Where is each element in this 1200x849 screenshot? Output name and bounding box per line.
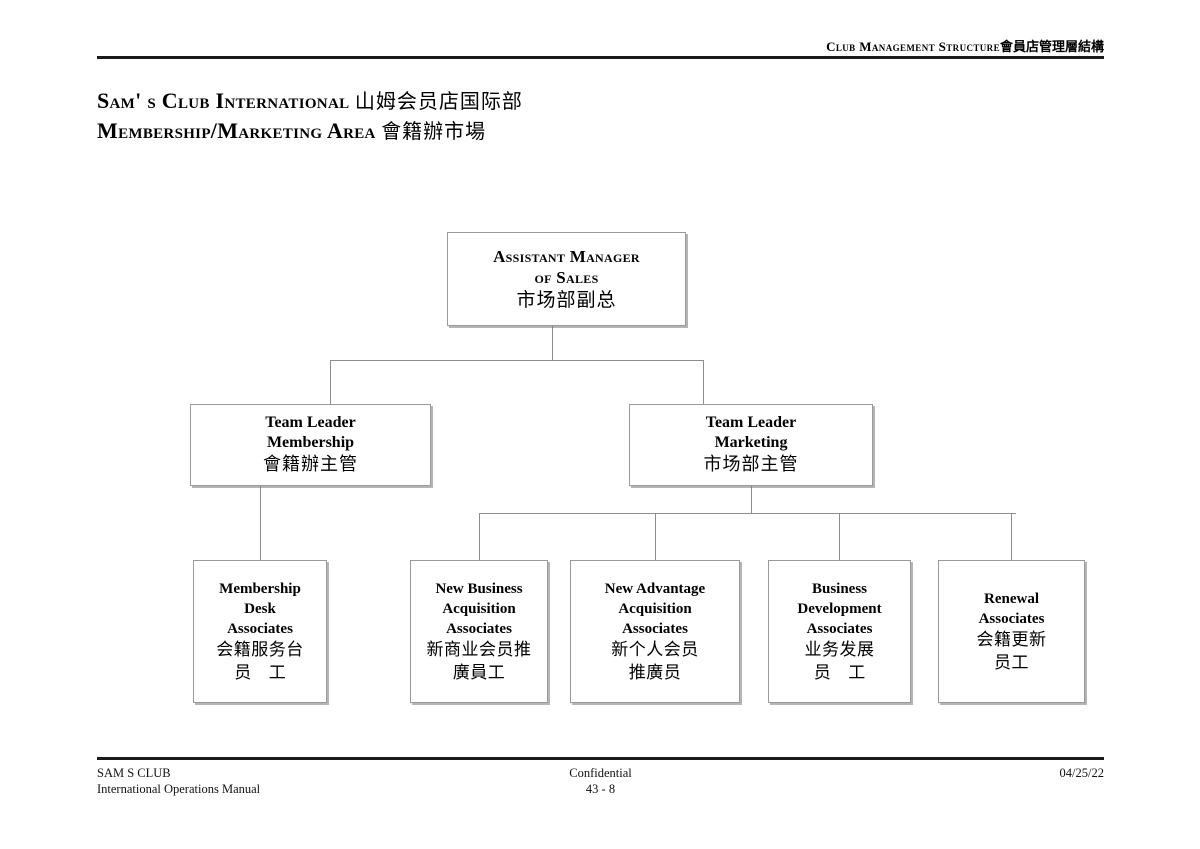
org-node-chinese-line-2: 推廣员 bbox=[628, 662, 682, 683]
org-node-assistant-manager-of-sales[interactable]: Assistant Manager of Sales 市场部副总 bbox=[447, 232, 686, 326]
footer-manual-name: International Operations Manual bbox=[97, 782, 261, 796]
org-node-english-line-1: New Advantage bbox=[604, 580, 706, 597]
org-node-english-line-1: Team Leader bbox=[705, 414, 797, 431]
title-line-2-chinese: 會籍辦市場 bbox=[381, 119, 487, 143]
title-line-1: Sam' s Club International 山姆会员店国际部 bbox=[97, 86, 797, 116]
header-chinese-text: 會員店管理層結構 bbox=[999, 40, 1104, 55]
connector-root-drop bbox=[552, 326, 553, 360]
org-node-chinese-line-2: 员 工 bbox=[234, 662, 292, 683]
org-node-english-line-3: Associates bbox=[806, 620, 873, 637]
org-node-english-line-1: Team Leader bbox=[265, 414, 356, 431]
org-node-chinese-line-1: 新个人会员 bbox=[611, 639, 699, 660]
title-line-1-chinese: 山姆会员店国际部 bbox=[354, 89, 523, 113]
org-node-english-line-3: Associates bbox=[446, 620, 512, 637]
connector-tier1-bus bbox=[330, 360, 704, 361]
org-node-chinese-line-1: 业务发展 bbox=[804, 639, 875, 660]
title-line-2: Membership/Marketing Area 會籍辦市場 bbox=[97, 116, 797, 146]
page-header: Club Management Structure會員店管理層結構 bbox=[97, 36, 1104, 55]
title-line-1-english: Sam' s Club International bbox=[97, 88, 350, 113]
connector-tier2-bus bbox=[479, 513, 1016, 514]
footer-left-block: SAM S CLUB International Operations Manu… bbox=[97, 765, 429, 797]
org-node-membership-desk-associates[interactable]: Membership Desk Associates 会籍服务台 员 工 bbox=[193, 560, 327, 703]
org-node-team-leader-marketing[interactable]: Team Leader Marketing 市场部主管 bbox=[629, 404, 873, 486]
connector-leaf-1-drop bbox=[479, 513, 480, 560]
org-node-english-line-2: Acquisition bbox=[618, 600, 692, 617]
connector-marketing-drop bbox=[751, 486, 752, 513]
org-node-english-line-1: Renewal bbox=[984, 590, 1039, 607]
org-node-english-line-1: Membership bbox=[219, 580, 301, 597]
footer-center-block: Confidential 43 - 8 bbox=[434, 765, 766, 797]
page-footer: SAM S CLUB International Operations Manu… bbox=[97, 765, 1104, 797]
org-node-english-line-1: New Business bbox=[435, 580, 523, 597]
connector-leaf-3-drop bbox=[839, 513, 840, 560]
page-title: Sam' s Club International 山姆会员店国际部 Membe… bbox=[97, 86, 797, 146]
title-line-2-english: Membership/Marketing Area bbox=[97, 118, 376, 143]
org-node-chinese-line-1: 新商业会员推 bbox=[426, 639, 532, 660]
connector-tl-membership-drop bbox=[330, 360, 331, 404]
org-node-english-line-2: Associates bbox=[978, 610, 1045, 627]
org-node-english-line-2: Marketing bbox=[714, 434, 788, 451]
org-node-english-line-3: Associates bbox=[227, 620, 293, 637]
header-english-text: Club Management Structure bbox=[826, 39, 1000, 54]
connector-tl-marketing-drop bbox=[703, 360, 704, 404]
org-node-chinese-line-2: 员 工 bbox=[813, 662, 872, 683]
header-rule bbox=[97, 56, 1104, 59]
org-node-english-line-3: Associates bbox=[622, 620, 688, 637]
connector-leaf-0-drop bbox=[260, 486, 261, 560]
org-node-chinese-line-1: 会籍服务台 bbox=[216, 639, 304, 660]
org-node-chinese: 市场部主管 bbox=[703, 454, 799, 475]
org-node-chinese: 市场部副总 bbox=[516, 288, 617, 311]
footer-company-name: SAM S CLUB bbox=[97, 766, 171, 780]
footer-confidential-label: Confidential bbox=[569, 766, 632, 780]
org-node-english-line-2: of Sales bbox=[534, 267, 599, 287]
org-node-english-line-1: Assistant Manager bbox=[493, 246, 640, 266]
org-node-chinese-line-2: 廣員工 bbox=[452, 662, 506, 683]
connector-leaf-4-drop bbox=[1011, 513, 1012, 560]
footer-date: 04/25/22 bbox=[1059, 766, 1104, 780]
org-node-chinese-line-1: 会籍更新 bbox=[976, 629, 1047, 650]
org-node-chinese-line-2: 员工 bbox=[994, 652, 1029, 673]
footer-page-number: 43 - 8 bbox=[585, 782, 616, 796]
org-node-english-line-1: Business bbox=[811, 580, 868, 597]
org-node-chinese: 會籍辦主管 bbox=[263, 454, 358, 475]
org-node-english-line-2: Desk bbox=[244, 600, 276, 617]
org-node-english-line-2: Acquisition bbox=[442, 600, 516, 617]
org-node-english-line-2: Development bbox=[797, 600, 882, 617]
org-node-english-line-2: Membership bbox=[266, 434, 355, 451]
org-node-renewal-associates[interactable]: Renewal Associates 会籍更新 员工 bbox=[938, 560, 1085, 703]
footer-rule bbox=[97, 757, 1104, 760]
org-node-team-leader-membership[interactable]: Team Leader Membership 會籍辦主管 bbox=[190, 404, 431, 486]
footer-right-block: 04/25/22 bbox=[772, 765, 1104, 781]
org-node-new-business-acquisition-associates[interactable]: New Business Acquisition Associates 新商业会… bbox=[410, 560, 548, 703]
org-node-new-advantage-acquisition-associates[interactable]: New Advantage Acquisition Associates 新个人… bbox=[570, 560, 740, 703]
org-node-business-development-associates[interactable]: Business Development Associates 业务发展 员 工 bbox=[768, 560, 911, 703]
connector-leaf-2-drop bbox=[655, 513, 656, 560]
